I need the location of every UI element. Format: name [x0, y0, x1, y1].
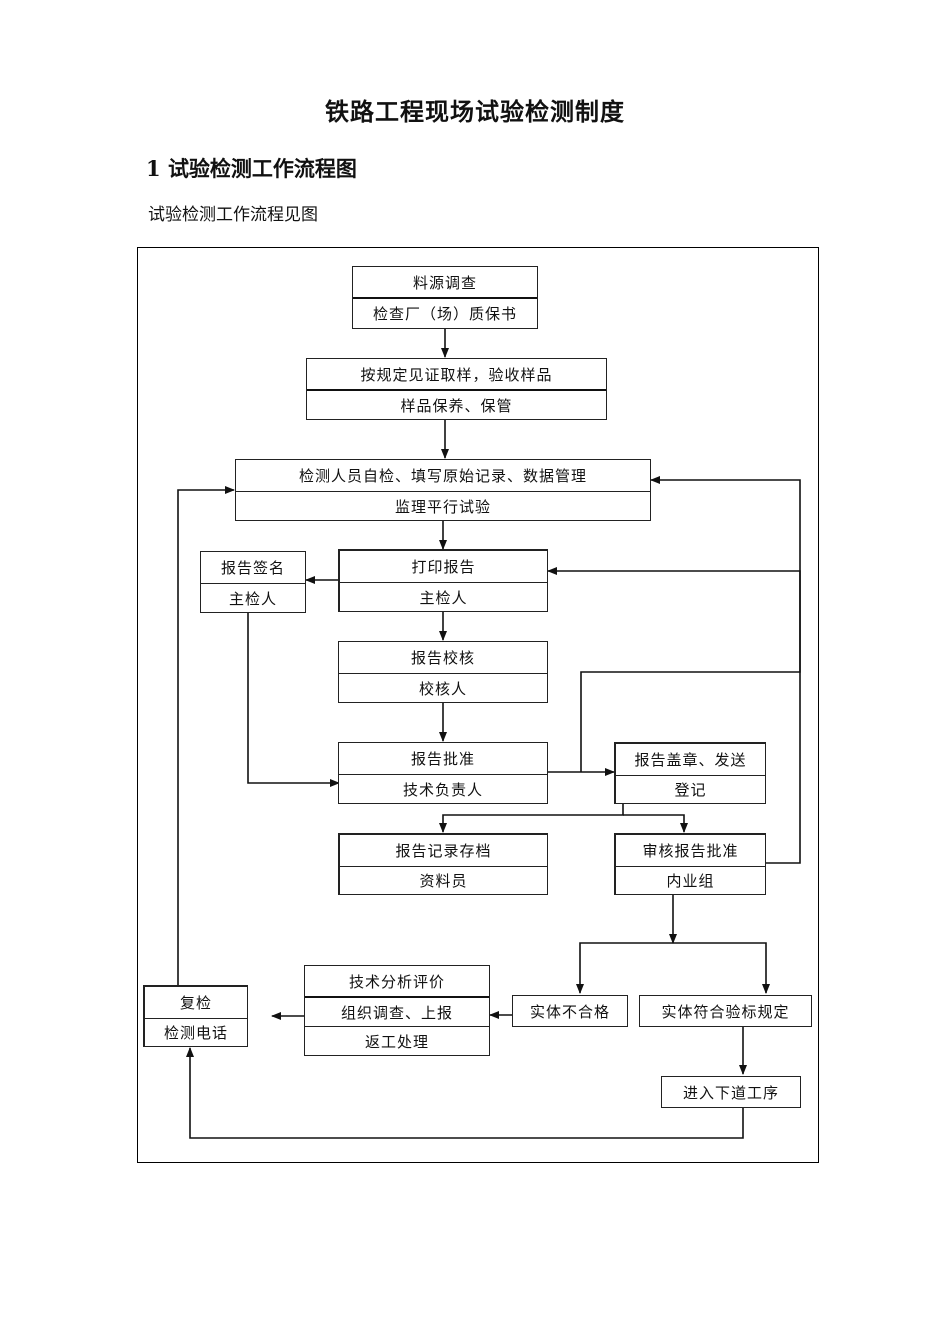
section-heading: 1 试验检测工作流程图: [146, 153, 357, 183]
node-next: 进入下道工序: [661, 1076, 801, 1108]
node-sublabel: 技术负责人: [339, 774, 547, 803]
arrow-sign-to-approve: [247, 612, 340, 787]
arrow-seal-split: [439, 803, 624, 833]
node-sublabel: 样品保养、保管: [307, 389, 606, 419]
arrow-review-to-print: [547, 567, 801, 864]
node-label: 复检: [179, 994, 212, 1012]
section-title: 试验检测工作流程图: [167, 156, 357, 181]
node-label: 进入下道工序: [682, 1083, 779, 1102]
arrow-recheck-to-testing: [177, 486, 235, 985]
node-archive: 报告记录存档 资料员: [338, 833, 548, 895]
node-label: 实体不合格: [529, 1002, 610, 1021]
node-sublabel: 主检人: [201, 583, 305, 612]
node-label: 报告记录存档: [395, 842, 492, 860]
arrow-approve-to-testing: [580, 476, 801, 772]
node-sublabel: 登记: [616, 775, 765, 803]
node-sublabel: 主检人: [340, 582, 547, 611]
node-label: 审核报告批准: [642, 842, 739, 860]
node-sign: 报告签名 主检人: [200, 551, 306, 613]
node-recheck: 复检 检测电话: [143, 985, 248, 1047]
node-label: 料源调查: [412, 273, 477, 292]
node-unqualified: 实体不合格: [512, 995, 628, 1027]
node-sublabel: 资料员: [340, 866, 547, 894]
node-sampling: 按规定见证取样，验收样品 样品保养、保管: [306, 358, 607, 420]
intro-text: 试验检测工作流程见图: [148, 205, 318, 225]
node-sublabel: 返工处理: [305, 1026, 489, 1055]
arrow-seal-to-review: [623, 814, 688, 833]
node-sublabel: 检测电话: [145, 1018, 247, 1046]
node-label: 报告盖章、发送: [634, 751, 747, 769]
node-check: 报告校核 校核人: [338, 641, 548, 703]
arrow-branch-unqualified: [576, 942, 673, 994]
node-seal: 报告盖章、发送 登记: [614, 742, 766, 804]
node-label: 报告签名: [220, 559, 285, 577]
node-testing: 检测人员自检、填写原始记录、数据管理 监理平行试验: [235, 459, 651, 521]
arrow-next-to-recheck: [186, 1047, 744, 1139]
node-label: 实体符合验标规定: [661, 1002, 790, 1021]
node-sublabel: 组织调查、上报: [305, 996, 489, 1026]
node-print: 打印报告 主检人: [338, 549, 548, 612]
node-label: 技术分析评价: [348, 972, 445, 991]
arrow-branch-qualified: [673, 942, 770, 994]
node-label: 报告批准: [410, 750, 475, 768]
node-label: 按规定见证取样，验收样品: [360, 365, 553, 384]
node-approve: 报告批准 技术负责人: [338, 742, 548, 804]
node-sublabel: 内业组: [616, 866, 765, 894]
node-label: 打印报告: [411, 558, 476, 576]
section-number: 1: [146, 156, 161, 181]
node-sublabel: 校核人: [339, 673, 547, 702]
node-sublabel: 检查厂（场）质保书: [353, 297, 537, 328]
node-source: 料源调查 检查厂（场）质保书: [352, 266, 538, 329]
node-label: 检测人员自检、填写原始记录、数据管理: [298, 467, 587, 485]
node-analysis: 技术分析评价 组织调查、上报 返工处理: [304, 965, 490, 1056]
node-qualified: 实体符合验标规定: [639, 995, 812, 1027]
node-review: 审核报告批准 内业组: [614, 833, 766, 895]
node-sublabel: 监理平行试验: [236, 491, 650, 520]
node-label: 报告校核: [410, 649, 475, 667]
flowchart-frame: [137, 247, 819, 1163]
page-title: 铁路工程现场试验检测制度: [325, 97, 625, 126]
